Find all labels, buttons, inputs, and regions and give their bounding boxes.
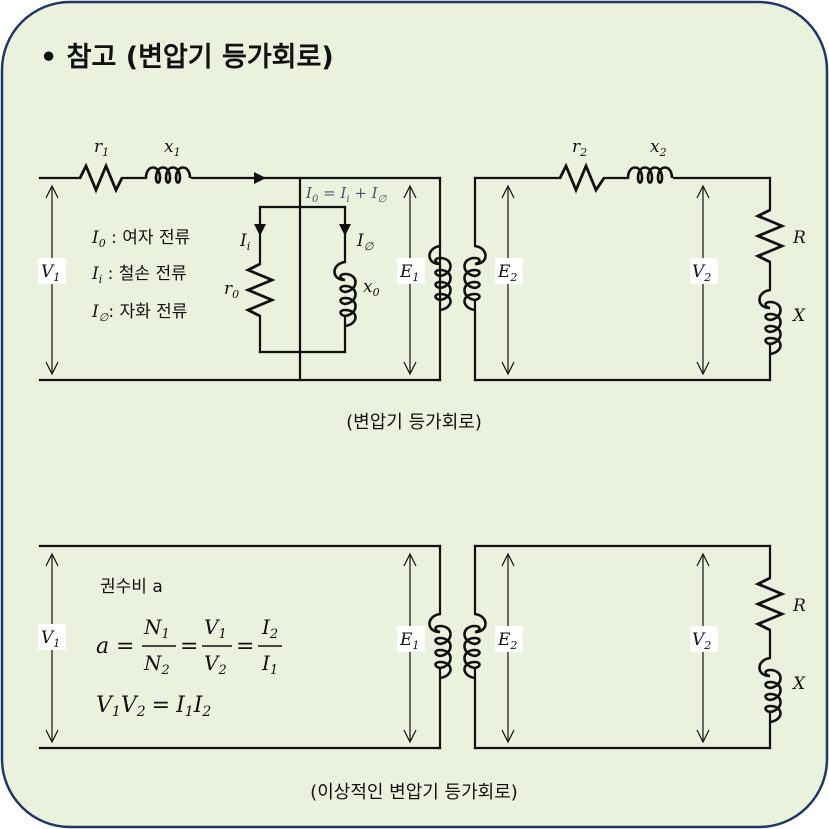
turns-ratio-label: 권수비 a [100, 577, 163, 597]
inductor-x1 [144, 166, 192, 184]
current-arrow-icon [254, 172, 266, 184]
svg-text:=: = [236, 634, 254, 659]
ideal-label-e2: E2 [497, 630, 517, 652]
label-load-x: X [791, 306, 806, 326]
circuit-equivalent: r1 x1 r2 x2 r0 x0 Ii I∅ V1 E1 E2 V2 R X … [38, 137, 806, 433]
circuit-ideal: V1 E1 E2 V2 R X 권수비 a a = N1 N2 = V1 V2 … [38, 544, 806, 803]
resistor-r1 [78, 162, 124, 194]
label-iphi: I∅ [356, 231, 374, 253]
legend-item-iphi: I∅: 자화 전류 [91, 302, 187, 324]
resistor-r2 [558, 162, 606, 194]
ideal-label-v1: V1 [41, 628, 60, 650]
label-r1: r1 [94, 137, 109, 159]
power-equality-formula: V1V2=I1I2 [96, 693, 211, 720]
resistor-r0 [244, 262, 276, 318]
ideal-resistor-load-r [754, 576, 786, 632]
svg-text:I2: I2 [261, 615, 278, 642]
label-x0: x0 [363, 277, 380, 299]
caption-ideal-circuit: (이상적인 변압기 등가회로) [310, 782, 518, 803]
current-arrow-ii-icon [254, 224, 266, 236]
inductor-x2 [626, 166, 674, 184]
legend-item-i0: I0 : 여자 전류 [91, 228, 190, 250]
caption-equivalent-circuit: (변압기 등가회로) [346, 412, 482, 433]
ideal-label-load-x: X [791, 674, 806, 694]
label-r0: r0 [224, 279, 239, 301]
svg-text:=: = [180, 634, 198, 659]
turns-ratio-formula: a = N1 N2 = V1 V2 = I2 I1 [96, 615, 282, 678]
current-arrow-iphi-icon [339, 224, 351, 236]
svg-text:V1: V1 [204, 615, 227, 642]
label-r2: r2 [572, 137, 587, 159]
svg-text:a: a [96, 634, 109, 659]
legend-item-ii: Ii : 철손 전류 [91, 264, 187, 286]
label-load-r: R [792, 228, 806, 248]
current-equation: I0 = Ii + I∅ [305, 184, 388, 205]
ideal-label-load-r: R [792, 596, 806, 616]
svg-text:N2: N2 [143, 651, 170, 678]
svg-text:I1: I1 [261, 651, 278, 678]
svg-text:V2: V2 [204, 651, 227, 678]
label-ii: Ii [239, 231, 250, 253]
label-x1: x1 [164, 137, 181, 159]
label-v1: V1 [41, 262, 60, 284]
label-e2: E2 [497, 262, 517, 284]
ideal-label-v2: V2 [692, 630, 711, 652]
page-title: • 참고 (변압기 등가회로) [40, 42, 334, 73]
label-x2: x2 [650, 137, 667, 159]
resistor-load-r [754, 208, 786, 264]
label-v2: V2 [692, 262, 711, 284]
label-e1: E1 [399, 262, 419, 284]
svg-text:N1: N1 [143, 615, 170, 642]
svg-text:=: = [116, 634, 134, 659]
ideal-label-e1: E1 [399, 630, 419, 652]
